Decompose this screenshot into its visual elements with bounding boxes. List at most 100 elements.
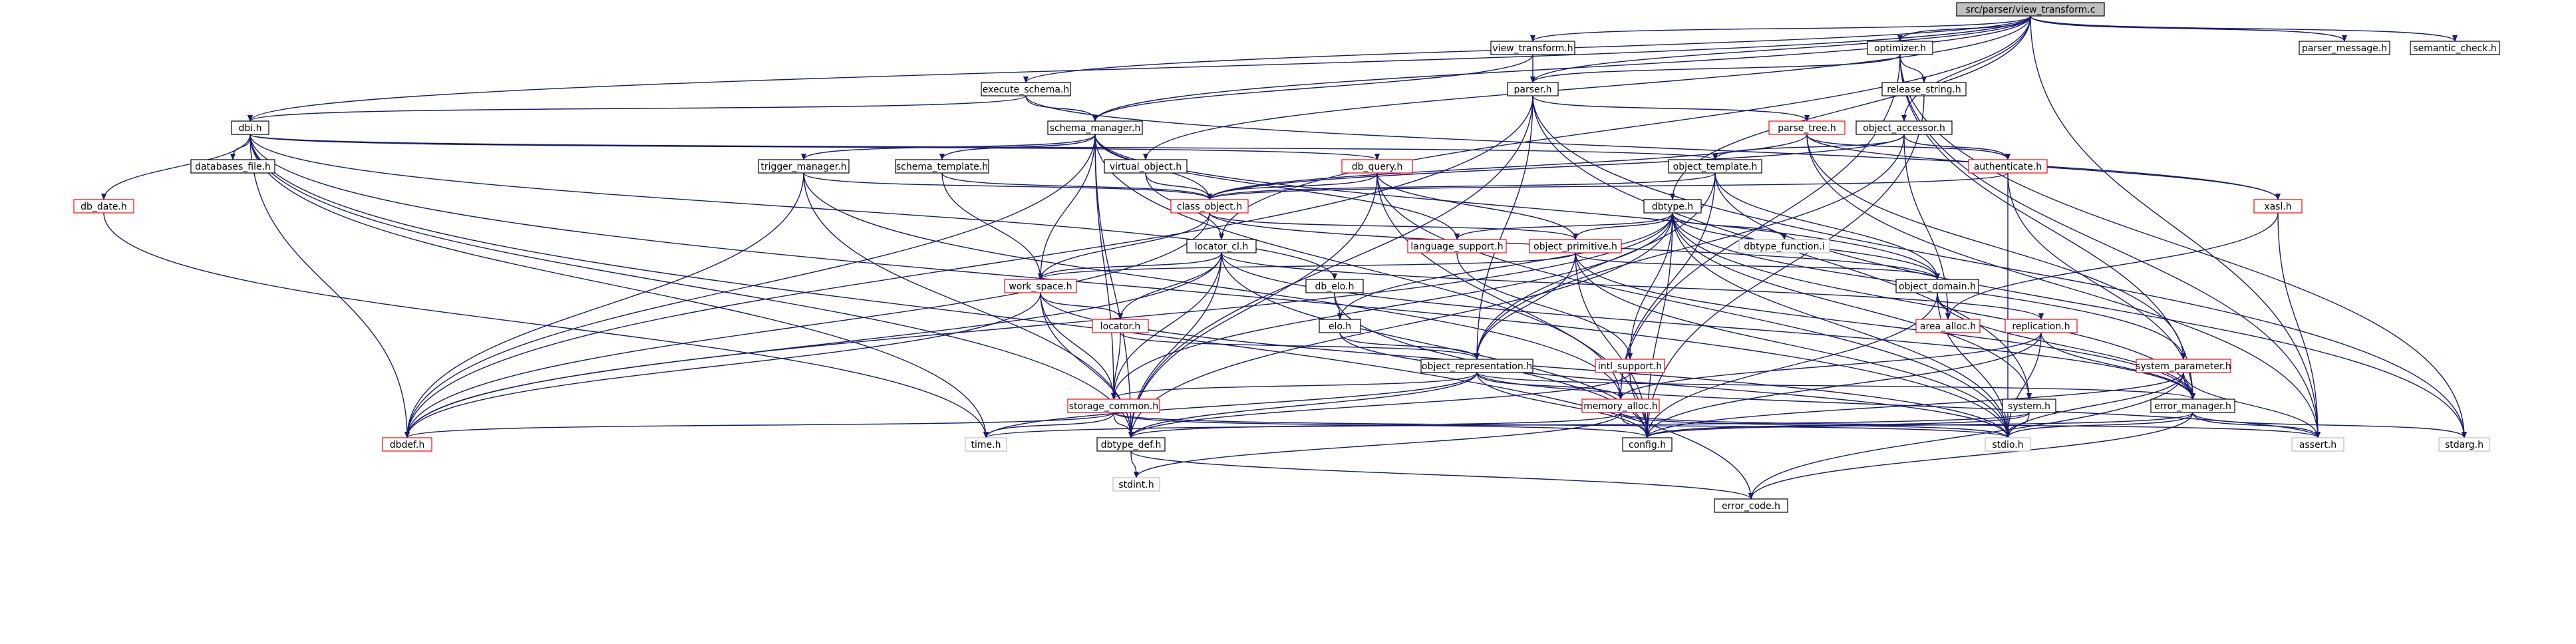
edge-storage_common_h-to-time_h bbox=[983, 412, 1114, 438]
node-box-time_h bbox=[965, 437, 1007, 452]
edge-optimizer_h-to-assert_h bbox=[1899, 54, 2321, 438]
node-dbi_h[interactable]: dbi.h bbox=[231, 120, 269, 135]
node-dbtype_def_h[interactable]: dbtype_def.h bbox=[1096, 437, 1166, 452]
node-box-authenticate_h bbox=[1968, 159, 2048, 174]
edge-error_manager_h-to-config_h bbox=[1645, 412, 2193, 438]
edge-system_parameter_h-to-error_manager_h bbox=[2183, 372, 2195, 400]
node-label-view_transform_h: view_transform.h bbox=[1492, 43, 1573, 54]
node-root[interactable]: src/parser/view_transform.c bbox=[1956, 2, 2105, 17]
node-box-system_parameter_h bbox=[2136, 359, 2231, 373]
node-view_transform_h[interactable]: view_transform.h bbox=[1490, 41, 1575, 55]
edge-dbi_h-to-db_elo_h bbox=[249, 134, 1337, 280]
node-replication_h[interactable]: replication.h bbox=[2005, 319, 2078, 333]
node-area_alloc_h[interactable]: area_alloc.h bbox=[1915, 319, 1981, 333]
node-semantic_check_h[interactable]: semantic_check.h bbox=[2410, 41, 2500, 55]
node-intl_support_h[interactable]: intl_support.h bbox=[1595, 359, 1665, 373]
node-object_template_h[interactable]: object_template.h bbox=[1668, 159, 1762, 174]
node-label-dbdef_h: dbdef.h bbox=[390, 440, 425, 450]
edge-dbi_h-to-dbtype_def_h bbox=[249, 134, 1134, 438]
node-db_elo_h[interactable]: db_elo.h bbox=[1305, 279, 1364, 293]
edge-object_domain_h-to-error_manager_h bbox=[1937, 292, 2195, 400]
edge-root-to-view_transform_h bbox=[1530, 15, 2031, 42]
node-locator_cl_h[interactable]: locator_cl.h bbox=[1186, 239, 1257, 253]
node-execute_schema_h[interactable]: execute_schema.h bbox=[981, 82, 1071, 96]
node-label-time_h: time.h bbox=[971, 440, 1001, 450]
node-box-stdint_h bbox=[1112, 477, 1160, 492]
node-label-error_code_h: error_code.h bbox=[1722, 501, 1780, 512]
edge-trigger_manager_h-to-class_object_h bbox=[803, 172, 1212, 200]
node-xasl_h[interactable]: xasl.h bbox=[2253, 199, 2303, 214]
node-schema_template_h[interactable]: schema_template.h bbox=[895, 159, 989, 174]
node-box-stdio_h bbox=[1985, 437, 2031, 452]
node-db_query_h[interactable]: db_query.h bbox=[1341, 159, 1413, 174]
node-schema_manager_h[interactable]: schema_manager.h bbox=[1047, 120, 1143, 135]
edge-parser_h-to-object_representation_h bbox=[1474, 95, 1533, 360]
node-elo_h[interactable]: elo.h bbox=[1319, 319, 1361, 333]
node-object_representation_h[interactable]: object_representation.h bbox=[1420, 359, 1533, 373]
node-box-class_object_h bbox=[1170, 199, 1249, 214]
node-dbdef_h[interactable]: dbdef.h bbox=[382, 437, 432, 452]
edge-dbtype_def_h-to-error_code_h bbox=[1130, 450, 1754, 500]
edge-dbtype_h-to-dbtype_function_i bbox=[1672, 212, 1787, 240]
node-label-object_domain_h: object_domain.h bbox=[1899, 281, 1976, 292]
node-label-root: src/parser/view_transform.c bbox=[1966, 5, 2096, 15]
node-assert_h[interactable]: assert.h bbox=[2291, 437, 2344, 452]
edge-root-to-virtual_object_h bbox=[1143, 15, 2031, 160]
node-time_h[interactable]: time.h bbox=[965, 437, 1007, 452]
node-db_date_h[interactable]: db_date.h bbox=[73, 199, 134, 214]
edge-execute_schema_h-to-dbi_h bbox=[247, 95, 1027, 122]
node-dbtype_h[interactable]: dbtype.h bbox=[1643, 199, 1702, 214]
edge-dbi_h-to-stdio_h bbox=[249, 134, 2011, 438]
node-class_object_h[interactable]: class_object.h bbox=[1170, 199, 1249, 214]
node-box-object_domain_h bbox=[1895, 279, 1979, 293]
node-label-db_date_h: db_date.h bbox=[80, 202, 127, 212]
node-object_accessor_h[interactable]: object_accessor.h bbox=[1855, 120, 1953, 135]
node-object_primitive_h[interactable]: object_primitive.h bbox=[1529, 239, 1622, 253]
node-object_domain_h[interactable]: object_domain.h bbox=[1895, 279, 1979, 293]
node-error_manager_h[interactable]: error_manager.h bbox=[2150, 399, 2235, 413]
node-authenticate_h[interactable]: authenticate.h bbox=[1968, 159, 2048, 174]
node-work_space_h[interactable]: work_space.h bbox=[1004, 279, 1077, 293]
node-stdio_h[interactable]: stdio.h bbox=[1985, 437, 2031, 452]
node-stdarg_h[interactable]: stdarg.h bbox=[2438, 437, 2490, 452]
node-error_code_h[interactable]: error_code.h bbox=[1714, 498, 1788, 513]
node-box-elo_h bbox=[1319, 319, 1361, 333]
node-label-object_template_h: object_template.h bbox=[1673, 162, 1758, 172]
node-box-error_code_h bbox=[1714, 498, 1788, 513]
node-parse_tree_h[interactable]: parse_tree.h bbox=[1768, 120, 1846, 135]
node-memory_alloc_h[interactable]: memory_alloc.h bbox=[1581, 399, 1660, 413]
node-release_string_h[interactable]: release_string.h bbox=[1881, 82, 1967, 96]
node-config_h[interactable]: config.h bbox=[1622, 437, 1673, 452]
edge-storage_common_h-to-dbdef_h bbox=[404, 412, 1114, 438]
node-box-parser_message_h bbox=[2299, 41, 2390, 55]
node-dbtype_function_i[interactable]: dbtype_function.i bbox=[1738, 239, 1830, 253]
edge-parser_h-to-dbtype_def_h bbox=[1128, 95, 1533, 438]
node-parser_message_h[interactable]: parser_message.h bbox=[2299, 41, 2390, 55]
node-label-class_object_h: class_object.h bbox=[1177, 202, 1242, 212]
node-databases_file_h[interactable]: databases_file.h bbox=[190, 159, 275, 174]
edge-system_h-to-config_h bbox=[1645, 412, 2030, 438]
node-box-stdarg_h bbox=[2438, 437, 2490, 452]
node-box-memory_alloc_h bbox=[1581, 399, 1660, 413]
node-trigger_manager_h[interactable]: trigger_manager.h bbox=[758, 159, 850, 174]
node-locator_h[interactable]: locator.h bbox=[1092, 319, 1149, 333]
node-label-release_string_h: release_string.h bbox=[1887, 84, 1961, 95]
edge-db_query_h-to-stdio_h bbox=[1376, 172, 2011, 438]
edge-optimizer_h-to-release_string_h bbox=[1899, 54, 1927, 83]
node-virtual_object_h[interactable]: virtual_object.h bbox=[1104, 159, 1188, 174]
node-language_support_h[interactable]: language_support.h bbox=[1407, 239, 1507, 253]
node-storage_common_h[interactable]: storage_common.h bbox=[1067, 399, 1160, 413]
node-system_parameter_h[interactable]: system_parameter.h bbox=[2136, 359, 2231, 373]
edge-dbtype_h-to-intl_support_h bbox=[1627, 212, 1673, 360]
edge-language_support_h-to-intl_support_h bbox=[1456, 252, 1633, 360]
edge-memory_alloc_h-to-assert_h bbox=[1620, 412, 2321, 438]
node-label-object_accessor_h: object_accessor.h bbox=[1863, 123, 1945, 134]
node-parser_h[interactable]: parser.h bbox=[1507, 82, 1559, 96]
node-label-work_space_h: work_space.h bbox=[1009, 281, 1072, 292]
node-box-object_primitive_h bbox=[1529, 239, 1622, 253]
node-optimizer_h[interactable]: optimizer.h bbox=[1867, 41, 1933, 55]
node-stdint_h[interactable]: stdint.h bbox=[1112, 477, 1160, 492]
node-system_h[interactable]: system.h bbox=[2002, 399, 2056, 413]
edge-dbtype_h-to-language_support_h bbox=[1454, 212, 1673, 240]
node-label-object_representation_h: object_representation.h bbox=[1422, 361, 1532, 372]
